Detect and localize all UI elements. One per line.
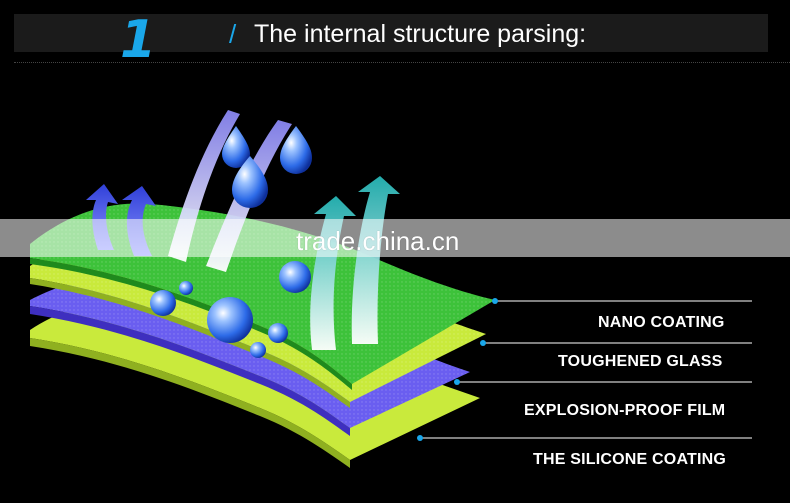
- callout-lines: [417, 298, 752, 441]
- label-explosion-proof-film: EXPLOSION-PROOF FILM: [524, 402, 726, 419]
- watermark: trade.china.cn: [296, 226, 460, 256]
- header-bar: 1 / The internal structure parsing:: [14, 12, 768, 68]
- page-title: The internal structure parsing:: [254, 20, 587, 48]
- label-silicone-coating: THE SILICONE COATING: [533, 451, 727, 468]
- layer-silicone-edge: [30, 338, 350, 468]
- layer-explosion-proof-edge: [30, 306, 350, 436]
- step-number: 1: [120, 10, 156, 70]
- label-toughened-glass: TOUGHENED GLASS: [558, 353, 723, 370]
- water-drop-icon: [150, 126, 312, 358]
- label-nano-coating: NANO COATING: [598, 314, 725, 331]
- header-divider: [14, 62, 790, 63]
- watermark-band: [0, 219, 790, 257]
- title-slash: /: [229, 19, 237, 49]
